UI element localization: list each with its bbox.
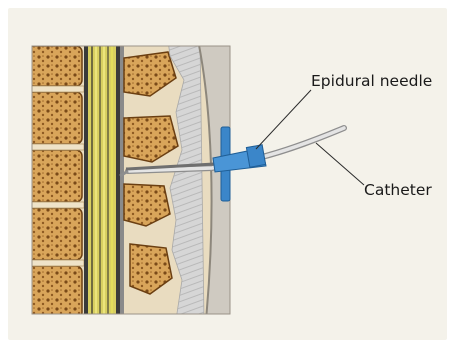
spine-cross-section (28, 40, 230, 320)
spinal-cord (84, 40, 124, 320)
needle-leader-line (256, 90, 311, 149)
catheter-leader-line (316, 143, 364, 185)
needle-label: Epidural needle (311, 72, 432, 90)
catheter-label: Catheter (364, 181, 432, 199)
needle-hub (213, 127, 266, 201)
